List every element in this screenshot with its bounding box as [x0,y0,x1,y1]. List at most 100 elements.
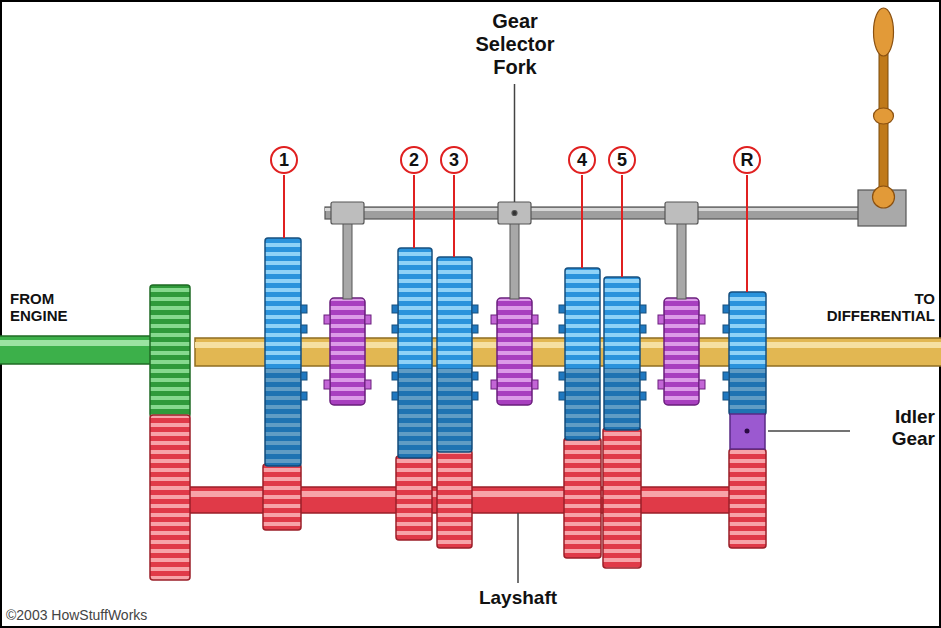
gear-shading [604,368,640,430]
callout-leaders [413,175,415,248]
selector-rods [343,222,352,299]
selector-rods [677,222,686,299]
callout-leaders [284,175,747,292]
gear-lever [874,108,894,124]
dog-teeth [472,372,478,380]
layshaft-gears [263,428,766,568]
dog-teeth [559,325,565,333]
dog-teeth [640,325,646,333]
collar-teeth [491,380,497,389]
dog-teeth [392,392,398,400]
input-shaft [0,336,155,364]
collar-teeth [658,380,664,389]
collar-teeth [699,315,705,324]
selector-rods [510,222,519,299]
dog-teeth [392,305,398,313]
output-gears [437,257,472,452]
callout-circle: R [733,146,761,174]
idler-gear [745,429,750,434]
collar-teeth [491,315,497,324]
selector-rods [343,222,686,299]
dog-teeth [559,305,565,313]
part-label: Layshaft [470,587,566,609]
shaft-label: TO DIFFERENTIAL [815,290,935,325]
gear-shading [729,368,766,415]
gear-shading [437,368,472,452]
layshaft-gears [396,456,432,540]
dog-teeth [640,392,646,400]
collar-teeth [532,380,538,389]
callout-number: 2 [409,151,419,169]
gear-lever [873,186,895,208]
collar-teeth [699,380,705,389]
dog-teeth [472,305,478,313]
selector-rail [512,211,517,216]
dog-teeth [559,372,565,380]
label-leaders [515,84,851,583]
dog-teeth [559,392,565,400]
layshaft-drive-gear [150,415,190,580]
callout-number: R [741,151,754,169]
output-gears [398,248,432,458]
callout-circle: 4 [568,146,596,174]
idler-gear [730,414,765,449]
gear-lever [858,8,906,226]
idler-gear [730,414,765,449]
label-leaders [768,430,850,432]
collar-teeth [324,315,330,324]
dog-teeth [640,372,646,380]
layshaft-gears [564,438,601,558]
callout-circle: 3 [440,146,468,174]
dog-teeth [392,325,398,333]
selector-rail [331,202,364,224]
selector-collars [330,298,365,405]
input-shaft [0,340,155,346]
callout-leaders [453,175,455,257]
selector-collars [330,298,699,405]
output-gears [729,292,766,415]
selector-rail [325,208,870,211]
label-leaders [517,513,519,583]
dog-teeth [472,325,478,333]
gear-shading [565,368,600,440]
gear-shading [398,368,432,458]
label-leaders [514,84,516,202]
layshaft-gears [263,464,301,530]
input-shaft [0,336,155,364]
callout-circle: 2 [400,146,428,174]
callout-circle: 1 [270,146,298,174]
collar-teeth [324,380,330,389]
callout-circle: 5 [608,146,636,174]
callout-leaders [581,175,583,268]
dog-teeth [392,372,398,380]
callout-number: 3 [449,151,459,169]
callout-leaders [746,175,748,292]
callout-number: 4 [577,151,587,169]
dog-teeth [723,325,729,333]
callout-number: 1 [279,151,289,169]
layshaft-gears [437,450,472,548]
layshaft-drive-gear [150,415,190,580]
selector-rail [325,207,870,219]
layshaft-gears [729,449,766,548]
dog-teeth [723,305,729,313]
selector-collars [497,298,532,405]
output-gears [604,277,640,430]
collar-teeth [532,315,538,324]
collar-teeth [324,315,705,389]
dog-teeth [723,372,729,380]
callout-leaders [621,175,623,277]
callout-number: 5 [617,151,627,169]
dog-teeth [472,392,478,400]
input-gear [150,285,190,417]
gear-shading [265,368,301,466]
dog-teeth [301,325,307,333]
selector-rail [665,202,698,224]
part-label: Gear Selector Fork [455,10,575,79]
output-gears [565,268,600,440]
output-gears [265,238,301,466]
selector-collars [664,298,699,405]
